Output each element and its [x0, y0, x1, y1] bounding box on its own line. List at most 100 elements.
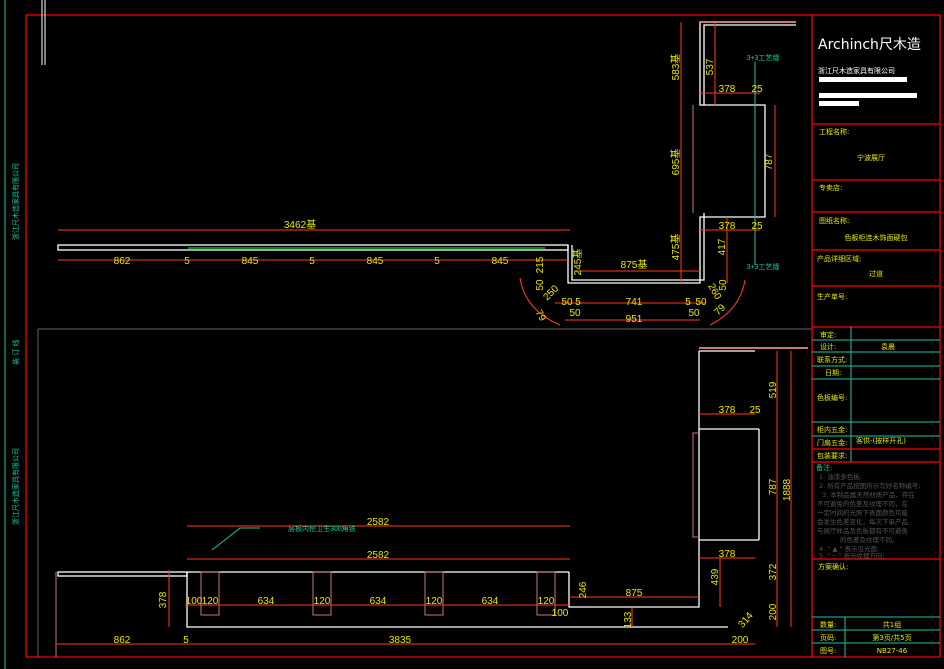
- svg-text:1. 油漆多色板;: 1. 油漆多色板;: [819, 472, 862, 481]
- drawing-no-value: NB27-46: [877, 647, 908, 655]
- svg-text:25: 25: [751, 84, 763, 95]
- svg-text:3. 本制品属天然材质产品，存在: 3. 本制品属天然材质产品，存在: [822, 490, 915, 499]
- svg-text:634: 634: [482, 596, 499, 607]
- svg-text:3+3工艺缝: 3+3工艺缝: [747, 53, 780, 62]
- svg-text:1888: 1888: [782, 478, 793, 501]
- title-block: Archinch尺木造 浙江尺木造家具有限公司 工程名称: 宁波展厅 专卖店: …: [811, 15, 940, 657]
- door-hardware-value: 客供-(按样开孔): [856, 436, 906, 445]
- drawing-frame: [25, 14, 941, 658]
- svg-text:951: 951: [626, 314, 643, 325]
- svg-text:537: 537: [705, 58, 716, 75]
- hardware-label: 柜内五金:: [817, 425, 847, 434]
- notes-title: 备注:: [816, 463, 832, 472]
- svg-text:4. " ▲ " 表示见光面;: 4. " ▲ " 表示见光面;: [819, 544, 879, 553]
- svg-text:845: 845: [492, 256, 509, 267]
- svg-text:3835: 3835: [389, 635, 412, 646]
- qty-value: 共1组: [883, 620, 901, 629]
- svg-text:不可避免的色差及纹理不同，在: 不可避免的色差及纹理不同，在: [817, 499, 909, 508]
- date-label: 日期:: [825, 369, 841, 377]
- svg-text:3+3工艺缝: 3+3工艺缝: [747, 262, 780, 271]
- svg-text:50: 50: [688, 308, 700, 319]
- svg-text:787: 787: [768, 478, 779, 495]
- project-label: 工程名称:: [819, 127, 849, 136]
- side-company-bottom: 浙江尺木造家具有限公司: [11, 448, 20, 525]
- svg-text:439: 439: [710, 568, 721, 585]
- svg-text:50: 50: [535, 279, 546, 291]
- svg-text:120: 120: [426, 596, 443, 607]
- svg-text:862: 862: [114, 256, 131, 267]
- svg-text:378: 378: [158, 591, 169, 608]
- notes-list: 1. 油漆多色板; 2. 所有产品按图所示写好名称编号; 3. 本制品属天然材质…: [817, 472, 920, 560]
- order-label: 生产单号:: [817, 292, 847, 301]
- svg-text:875: 875: [626, 588, 643, 599]
- svg-text:378: 378: [719, 405, 736, 416]
- svg-text:2582: 2582: [367, 550, 390, 561]
- svg-text:50: 50: [695, 297, 707, 308]
- svg-text:519: 519: [768, 381, 779, 398]
- svg-text:215: 215: [535, 256, 546, 273]
- svg-text:5: 5: [309, 256, 315, 267]
- svg-text:634: 634: [370, 596, 387, 607]
- svg-text:5: 5: [434, 256, 440, 267]
- top-plan: [57, 21, 796, 326]
- svg-text:与展厅样品及色板都有不可避免: 与展厅样品及色板都有不可避免: [817, 526, 909, 535]
- page-value: 第3页/共5页: [872, 633, 911, 642]
- svg-text:50: 50: [569, 308, 581, 319]
- svg-text:50: 50: [561, 297, 573, 308]
- svg-text:245基: 245基: [571, 249, 584, 276]
- svg-text:862: 862: [114, 635, 131, 646]
- svg-text:25: 25: [751, 221, 763, 232]
- svg-text:378: 378: [719, 84, 736, 95]
- svg-text:5: 5: [685, 297, 691, 308]
- color-label: 色板编号:: [817, 393, 847, 402]
- drawing-name-label: 图纸名称:: [819, 216, 849, 225]
- svg-text:层板内挖卫生300角铁: 层板内挖卫生300角铁: [288, 524, 356, 533]
- svg-text:会发生色差变化，每次下单产品: 会发生色差变化，每次下单产品: [817, 517, 908, 526]
- drawing-no-label: 图号:: [820, 647, 836, 655]
- svg-text:475基: 475基: [669, 234, 682, 261]
- svg-text:246: 246: [578, 581, 589, 598]
- design-label: 设计:: [820, 342, 836, 351]
- svg-text:200: 200: [732, 635, 749, 646]
- svg-text:2582: 2582: [367, 517, 390, 528]
- svg-text:120: 120: [314, 596, 331, 607]
- contact-label: 联系方式:: [817, 355, 847, 364]
- review-label: 审定:: [820, 330, 836, 339]
- svg-text:5: 5: [575, 297, 581, 308]
- side-binding-label: 装 订 线: [11, 340, 20, 365]
- svg-text:79: 79: [533, 308, 548, 324]
- svg-text:5: 5: [183, 635, 189, 646]
- svg-text:372: 372: [768, 563, 779, 580]
- svg-text:120: 120: [538, 596, 555, 607]
- confirm-label: 方案确认:: [818, 562, 848, 571]
- area-label: 产品详细区域:: [817, 254, 861, 263]
- store-label: 专卖店:: [819, 183, 842, 192]
- svg-text:100: 100: [552, 608, 569, 619]
- svg-text:50: 50: [718, 279, 729, 291]
- qty-label: 数量:: [820, 620, 836, 629]
- design-value: 袁晨: [881, 342, 895, 351]
- svg-text:695基: 695基: [669, 149, 682, 176]
- brand-logo: Archinch尺木造: [818, 37, 921, 53]
- svg-text:2. 所有产品按图所示写好名称编号;: 2. 所有产品按图所示写好名称编号;: [819, 481, 920, 490]
- svg-text:634: 634: [258, 596, 275, 607]
- svg-text:25: 25: [749, 405, 761, 416]
- svg-text:787: 787: [764, 153, 775, 170]
- svg-text:一定时间的光照下表面颜色可能: 一定时间的光照下表面颜色可能: [817, 508, 909, 517]
- svg-text:845: 845: [367, 256, 384, 267]
- company-name: 浙江尺木造家具有限公司: [818, 66, 895, 75]
- page-label: 页码:: [820, 634, 836, 642]
- svg-text:845: 845: [242, 256, 259, 267]
- svg-text:200: 200: [768, 603, 779, 620]
- svg-text:583基: 583基: [669, 54, 682, 81]
- svg-text:133: 133: [623, 611, 634, 628]
- side-company-top: 浙江尺木造家具有限公司: [11, 163, 20, 240]
- svg-text:3462基: 3462基: [284, 218, 316, 231]
- package-label: 包装要求:: [817, 451, 847, 460]
- project-value: 宁波展厅: [857, 153, 885, 162]
- svg-text:79: 79: [712, 302, 728, 318]
- svg-text:875基: 875基: [621, 258, 648, 271]
- svg-text:378: 378: [719, 549, 736, 560]
- svg-text:5. " ─ " 表示纹理方向;: 5. " ─ " 表示纹理方向;: [819, 551, 885, 560]
